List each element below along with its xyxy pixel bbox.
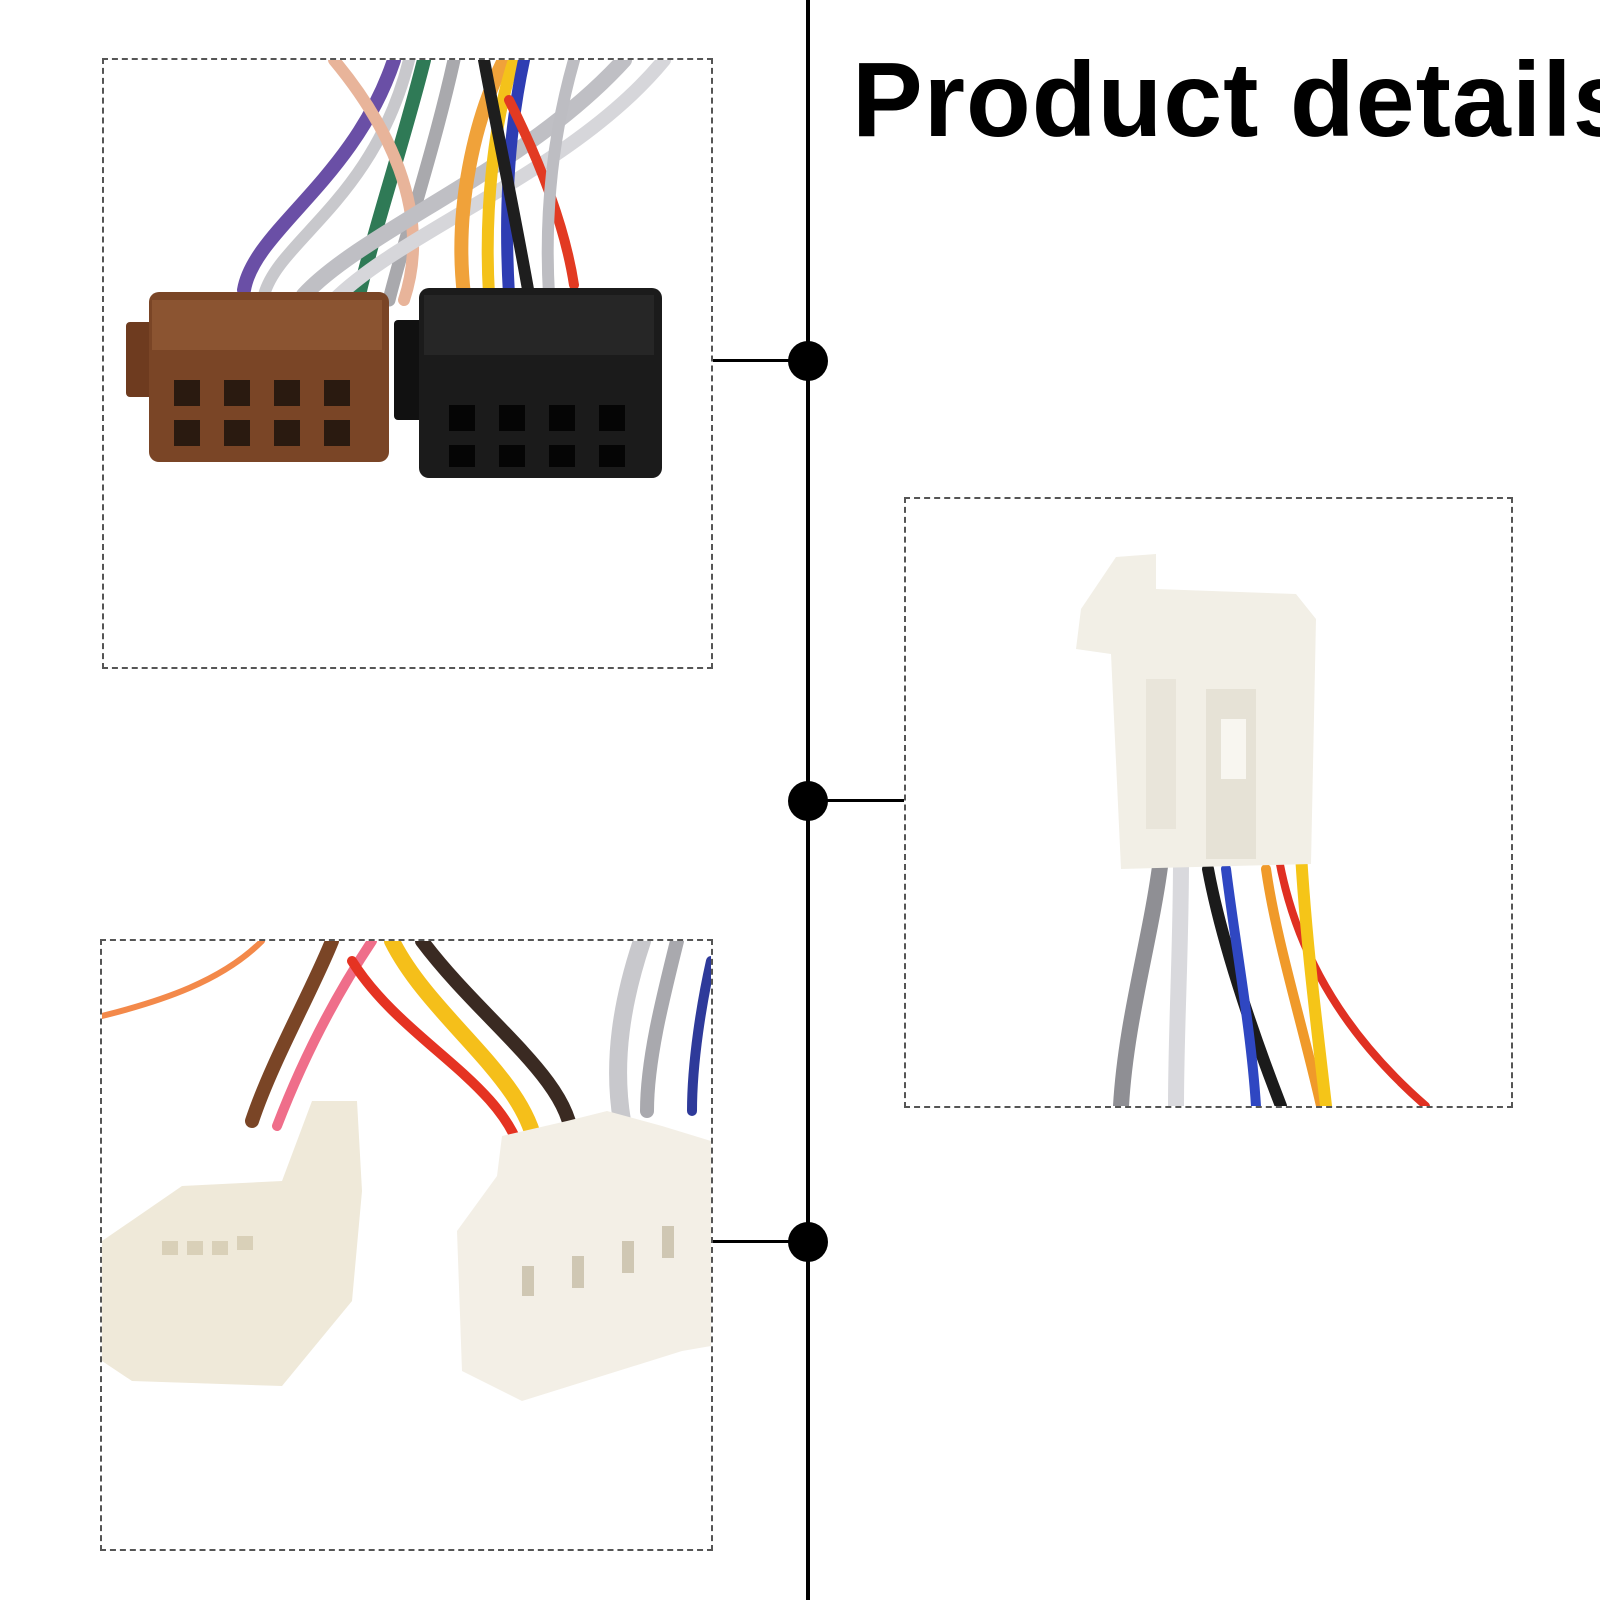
photo-panel-white-plug-pair — [100, 939, 713, 1551]
connector-3 — [709, 1240, 791, 1243]
connector-2 — [826, 799, 904, 802]
photo-panel-iso-connectors — [102, 58, 713, 669]
iso-connector-illustration — [126, 60, 671, 478]
timeline-dot-2 — [788, 781, 828, 821]
timeline-dot-3 — [788, 1222, 828, 1262]
page-title: Product details — [852, 41, 1600, 159]
photo-panel-white-plug-side — [904, 497, 1513, 1108]
timeline-dot-1 — [788, 341, 828, 381]
white-plug-pair-illustration — [102, 941, 711, 1401]
white-plug-illustration — [1076, 554, 1430, 1106]
connector-1 — [709, 359, 791, 362]
